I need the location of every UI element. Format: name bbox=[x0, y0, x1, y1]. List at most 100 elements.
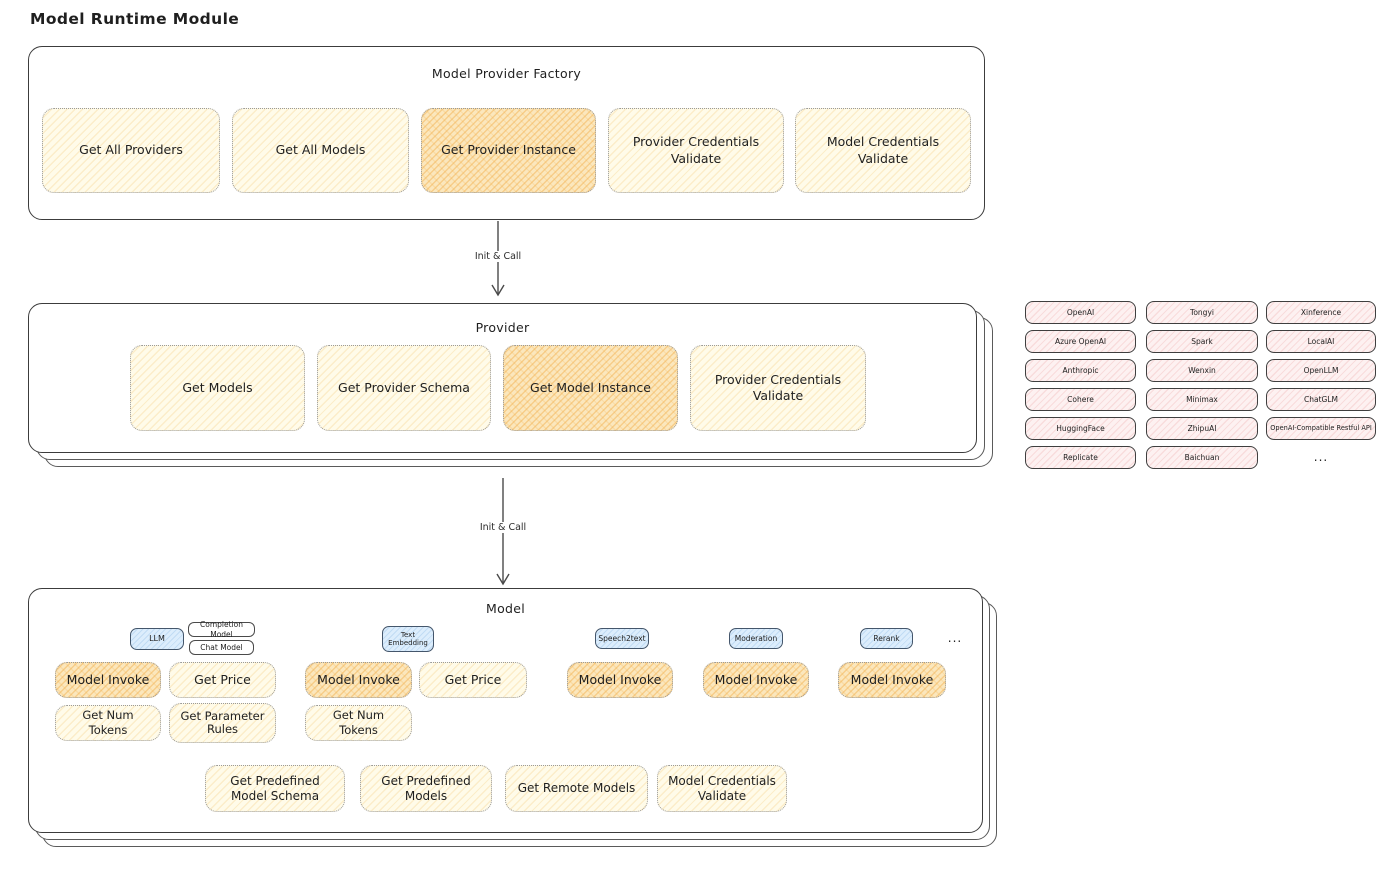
node-label: Model Credentials Validate bbox=[668, 774, 776, 803]
model-title: Model bbox=[485, 601, 526, 616]
node-label: Get Num Tokens bbox=[332, 708, 385, 737]
provider-chip-baichuan: Baichuan bbox=[1146, 446, 1258, 469]
provider-chip-minimax: Minimax bbox=[1146, 388, 1258, 411]
chip-label: Azure OpenAI bbox=[1054, 336, 1107, 346]
node-label: Get Price bbox=[444, 671, 502, 687]
provider-node-get-model-instance: Get Model Instance bbox=[503, 345, 678, 431]
chip-label: Tongyi bbox=[1190, 307, 1214, 317]
chip-label: ZhipuAI bbox=[1187, 423, 1217, 433]
node-label: Model Invoke bbox=[714, 671, 798, 687]
llm-model-invoke: Model Invoke bbox=[55, 662, 161, 698]
provider-chip-chatglm: ChatGLM bbox=[1266, 388, 1376, 411]
llm-get-parameter-rules: Get Parameter Rules bbox=[169, 703, 276, 743]
node-label: Model Invoke bbox=[578, 671, 662, 687]
tab-completion-model: Completion Model bbox=[188, 619, 255, 639]
node-label: Get Remote Models bbox=[517, 780, 636, 795]
tab-moderation: Moderation bbox=[729, 628, 783, 649]
ellipsis-label: ... bbox=[1313, 449, 1329, 464]
provider-chip-openai-compatible: OpenAI-Compatible Restful API bbox=[1266, 417, 1376, 440]
tab-chat-model: Chat Model bbox=[189, 640, 254, 655]
embedding-get-num-tokens: Get Num Tokens bbox=[305, 705, 412, 741]
provider-chip-anthropic: Anthropic bbox=[1025, 359, 1136, 382]
node-label: Get Price bbox=[194, 671, 251, 687]
provider-chip-zhipuai: ZhipuAI bbox=[1146, 417, 1258, 440]
tab-label: Completion Model bbox=[200, 619, 243, 639]
llm-get-num-tokens: Get Num Tokens bbox=[55, 705, 161, 741]
moderation-model-invoke: Model Invoke bbox=[703, 662, 809, 698]
model-get-predefined-models: Get Predefined Models bbox=[360, 765, 492, 812]
embedding-model-invoke: Model Invoke bbox=[305, 662, 412, 698]
chip-label: Replicate bbox=[1063, 452, 1098, 462]
llm-get-price: Get Price bbox=[169, 662, 276, 698]
speech2text-model-invoke: Model Invoke bbox=[567, 662, 673, 698]
provider-chip-xinference: Xinference bbox=[1266, 301, 1376, 324]
tab-label: Moderation bbox=[734, 633, 778, 643]
node-label: Get Predefined Models bbox=[381, 774, 471, 803]
tab-label: Chat Model bbox=[200, 642, 243, 652]
factory-title: Model Provider Factory bbox=[431, 66, 582, 81]
chip-label: Xinference bbox=[1300, 307, 1342, 317]
chip-label: OpenAI bbox=[1066, 307, 1095, 317]
model-get-remote-models: Get Remote Models bbox=[505, 765, 648, 812]
provider-title: Provider bbox=[475, 320, 530, 335]
chip-label: LocalAI bbox=[1307, 336, 1335, 346]
provider-chip-cohere: Cohere bbox=[1025, 388, 1136, 411]
arrow-label-init-call-1: Init & Call bbox=[458, 251, 538, 262]
factory-node-get-all-providers: Get All Providers bbox=[42, 108, 220, 193]
tab-label: Text Embedding bbox=[388, 630, 428, 647]
chip-label: Minimax bbox=[1186, 394, 1218, 404]
factory-node-get-provider-instance: Get Provider Instance bbox=[421, 108, 596, 193]
tab-speech2text: Speech2text bbox=[595, 628, 649, 649]
node-label: Get All Providers bbox=[79, 142, 183, 158]
tab-label: Speech2text bbox=[598, 633, 646, 643]
page-title: Model Runtime Module bbox=[30, 10, 240, 28]
node-label: Get Num Tokens bbox=[82, 708, 134, 737]
node-label: Model Invoke bbox=[317, 671, 400, 687]
arrow-label-init-call-2: Init & Call bbox=[463, 522, 543, 533]
provider-chip-localai: LocalAI bbox=[1266, 330, 1376, 353]
node-label: Model Invoke bbox=[66, 671, 150, 687]
model-tabs-ellipsis: ... bbox=[940, 628, 970, 649]
provider-chip-tongyi: Tongyi bbox=[1146, 301, 1258, 324]
provider-grid-ellipsis: ... bbox=[1266, 446, 1376, 469]
rerank-model-invoke: Model Invoke bbox=[838, 662, 946, 698]
provider-chip-openllm: OpenLLM bbox=[1266, 359, 1376, 382]
node-label: Get Models bbox=[182, 379, 253, 395]
provider-chip-azure-openai: Azure OpenAI bbox=[1025, 330, 1136, 353]
tab-label: LLM bbox=[149, 633, 165, 643]
provider-chip-spark: Spark bbox=[1146, 330, 1258, 353]
node-label: Provider Credentials Validate bbox=[714, 371, 842, 403]
chip-label: OpenLLM bbox=[1303, 365, 1339, 375]
ellipsis-label: ... bbox=[947, 630, 963, 645]
model-model-credentials-validate: Model Credentials Validate bbox=[657, 765, 787, 812]
node-label: Get Parameter Rules bbox=[180, 708, 265, 736]
chip-label: HuggingFace bbox=[1056, 423, 1105, 433]
provider-node-get-models: Get Models bbox=[130, 345, 305, 431]
factory-node-model-credentials-validate: Model Credentials Validate bbox=[795, 108, 971, 193]
node-label: Get Provider Instance bbox=[441, 142, 576, 158]
model-get-predefined-model-schema: Get Predefined Model Schema bbox=[205, 765, 345, 812]
node-label: Provider Credentials Validate bbox=[632, 134, 760, 166]
node-label: Model Invoke bbox=[850, 671, 934, 687]
node-label: Get Predefined Model Schema bbox=[230, 774, 320, 803]
provider-chip-openai: OpenAI bbox=[1025, 301, 1136, 324]
provider-node-provider-credentials-validate: Provider Credentials Validate bbox=[690, 345, 866, 431]
tab-text-embedding: Text Embedding bbox=[382, 626, 434, 652]
node-label: Get All Models bbox=[275, 142, 366, 158]
chip-label: Anthropic bbox=[1062, 365, 1099, 375]
provider-chip-replicate: Replicate bbox=[1025, 446, 1136, 469]
chip-label: Wenxin bbox=[1188, 365, 1216, 375]
factory-node-get-all-models: Get All Models bbox=[232, 108, 409, 193]
chip-label: Baichuan bbox=[1184, 452, 1220, 462]
provider-chip-wenxin: Wenxin bbox=[1146, 359, 1258, 382]
chip-label: Cohere bbox=[1067, 394, 1094, 404]
tab-llm: LLM bbox=[130, 628, 184, 650]
node-label: Get Provider Schema bbox=[338, 379, 470, 395]
embedding-get-price: Get Price bbox=[419, 662, 527, 698]
factory-node-provider-credentials-validate: Provider Credentials Validate bbox=[608, 108, 784, 193]
tab-rerank: Rerank bbox=[860, 628, 913, 649]
node-label: Model Credentials Validate bbox=[826, 134, 940, 166]
node-label: Get Model Instance bbox=[530, 379, 651, 395]
chip-label: ChatGLM bbox=[1304, 394, 1338, 404]
